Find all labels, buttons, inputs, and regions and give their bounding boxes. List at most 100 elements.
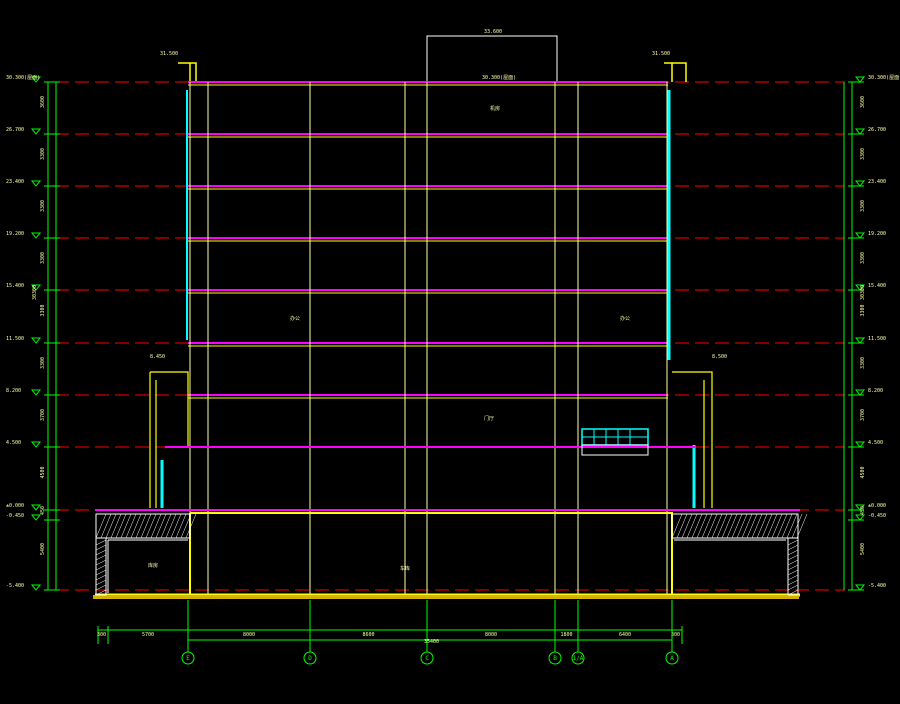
hatch-stroke — [787, 564, 799, 571]
elevation-marker — [854, 389, 866, 396]
bottom-total-dim: 35400 — [424, 639, 439, 645]
roof-parapet-right — [664, 62, 687, 82]
bottom-dim-value: 300 — [97, 632, 106, 638]
elevation-label: 15.400 — [868, 283, 886, 289]
bottom-dim-value: 5700 — [142, 632, 154, 638]
elevation-marker — [854, 584, 866, 591]
room-label-3: 门厅 — [484, 415, 494, 422]
hatch-stroke — [787, 584, 799, 591]
hatch-stroke — [105, 513, 117, 539]
elevation-label: 4.500 — [6, 440, 21, 446]
hatch-stroke — [691, 513, 703, 539]
hatch-stroke — [130, 513, 142, 539]
dim-value: 3600 — [40, 96, 46, 108]
hatch-stroke — [741, 513, 753, 539]
axis-label: 1/A — [573, 655, 584, 662]
hatch-stroke — [781, 513, 793, 539]
axis-label: E — [186, 655, 190, 662]
dim-value: 3300 — [40, 304, 46, 316]
dim-value: 5400 — [860, 543, 866, 555]
dim-value: 3300 — [40, 148, 46, 160]
elevation-label: 30.300(屋面) — [6, 75, 40, 81]
hatch-stroke — [701, 513, 713, 539]
hatch-stroke — [671, 513, 683, 539]
elevation-marker — [30, 76, 42, 83]
podium-right-label: 8.500 — [712, 354, 727, 360]
hatch-stroke — [95, 584, 107, 591]
elevation-marker — [854, 514, 866, 521]
elevation-marker — [30, 128, 42, 135]
hatch-stroke — [125, 513, 137, 539]
hatch-stroke — [787, 544, 799, 551]
axis-bubble — [548, 651, 562, 665]
elevation-marker — [854, 128, 866, 135]
dim-value: 3300 — [40, 357, 46, 369]
dim-value: 3300 — [860, 357, 866, 369]
structural-columns — [189, 82, 668, 595]
hatch-stroke — [95, 564, 107, 571]
podium-left — [149, 371, 189, 508]
hatch-stroke — [787, 569, 799, 576]
elevation-label: 11.500 — [6, 336, 24, 342]
elevation-label: 4.500 — [868, 440, 883, 446]
elevation-label: ±0.000 — [6, 503, 24, 509]
dim-value: 3300 — [860, 200, 866, 212]
hatch-stroke — [731, 513, 743, 539]
bottom-dim-value: 6400 — [619, 632, 631, 638]
dim-value: 4500 — [860, 466, 866, 478]
room-label-5: 库房 — [148, 562, 158, 569]
elevation-marker — [854, 504, 866, 511]
elevation-label: 23.400 — [868, 179, 886, 185]
hatch-stroke — [686, 513, 698, 539]
dim-value: 450 — [40, 506, 46, 515]
hatch-stroke — [787, 579, 799, 586]
canopy-railing — [581, 428, 649, 456]
hatch-stroke — [756, 513, 768, 539]
hatch-stroke — [726, 513, 738, 539]
hatch-stroke — [787, 554, 799, 561]
hatch-stroke — [796, 513, 808, 539]
elevation-label: -0.450 — [868, 513, 886, 519]
left-dimension-chain: 30.300(屋面)26.70023.40019.20015.40011.500… — [6, 75, 60, 591]
hatch-stroke — [165, 513, 177, 539]
hatch-stroke — [696, 513, 708, 539]
hatch-stroke — [681, 513, 693, 539]
elevation-marker — [30, 514, 42, 521]
elevation-label: 26.700 — [868, 127, 886, 133]
hatch-stroke — [95, 569, 107, 576]
hatch-stroke — [95, 554, 107, 561]
total-height-left: 30300 — [32, 285, 38, 300]
hatch-stroke — [95, 559, 107, 566]
dim-value: 3300 — [40, 252, 46, 264]
hatch-stroke — [100, 513, 112, 539]
dim-value: 3300 — [860, 148, 866, 160]
hatch-stroke — [786, 513, 798, 539]
hatch-stroke — [736, 513, 748, 539]
hatch-stroke — [185, 513, 197, 539]
dim-value: 3700 — [40, 409, 46, 421]
elevation-marker — [854, 232, 866, 239]
hatch-stroke — [140, 513, 152, 539]
top-elevation-label: 33.600 — [484, 29, 502, 35]
basement-outline — [189, 512, 673, 595]
elevation-label: 19.200 — [868, 231, 886, 237]
total-height-right: 30300 — [860, 285, 866, 300]
dim-value: 3600 — [860, 96, 866, 108]
hatch-stroke — [170, 513, 182, 539]
hatch-stroke — [150, 513, 162, 539]
hatch-stroke — [766, 513, 778, 539]
elevation-marker — [30, 337, 42, 344]
elevation-marker — [854, 180, 866, 187]
elevation-marker — [854, 337, 866, 344]
elevation-label: 23.400 — [6, 179, 24, 185]
dim-value: 3300 — [860, 304, 866, 316]
roof-center-label: 30.300(屋面) — [482, 75, 516, 81]
hatch-stroke — [120, 513, 132, 539]
bottom-dim-value: 1800 — [561, 632, 573, 638]
hatch-stroke — [95, 549, 107, 556]
hatch-stroke — [787, 574, 799, 581]
